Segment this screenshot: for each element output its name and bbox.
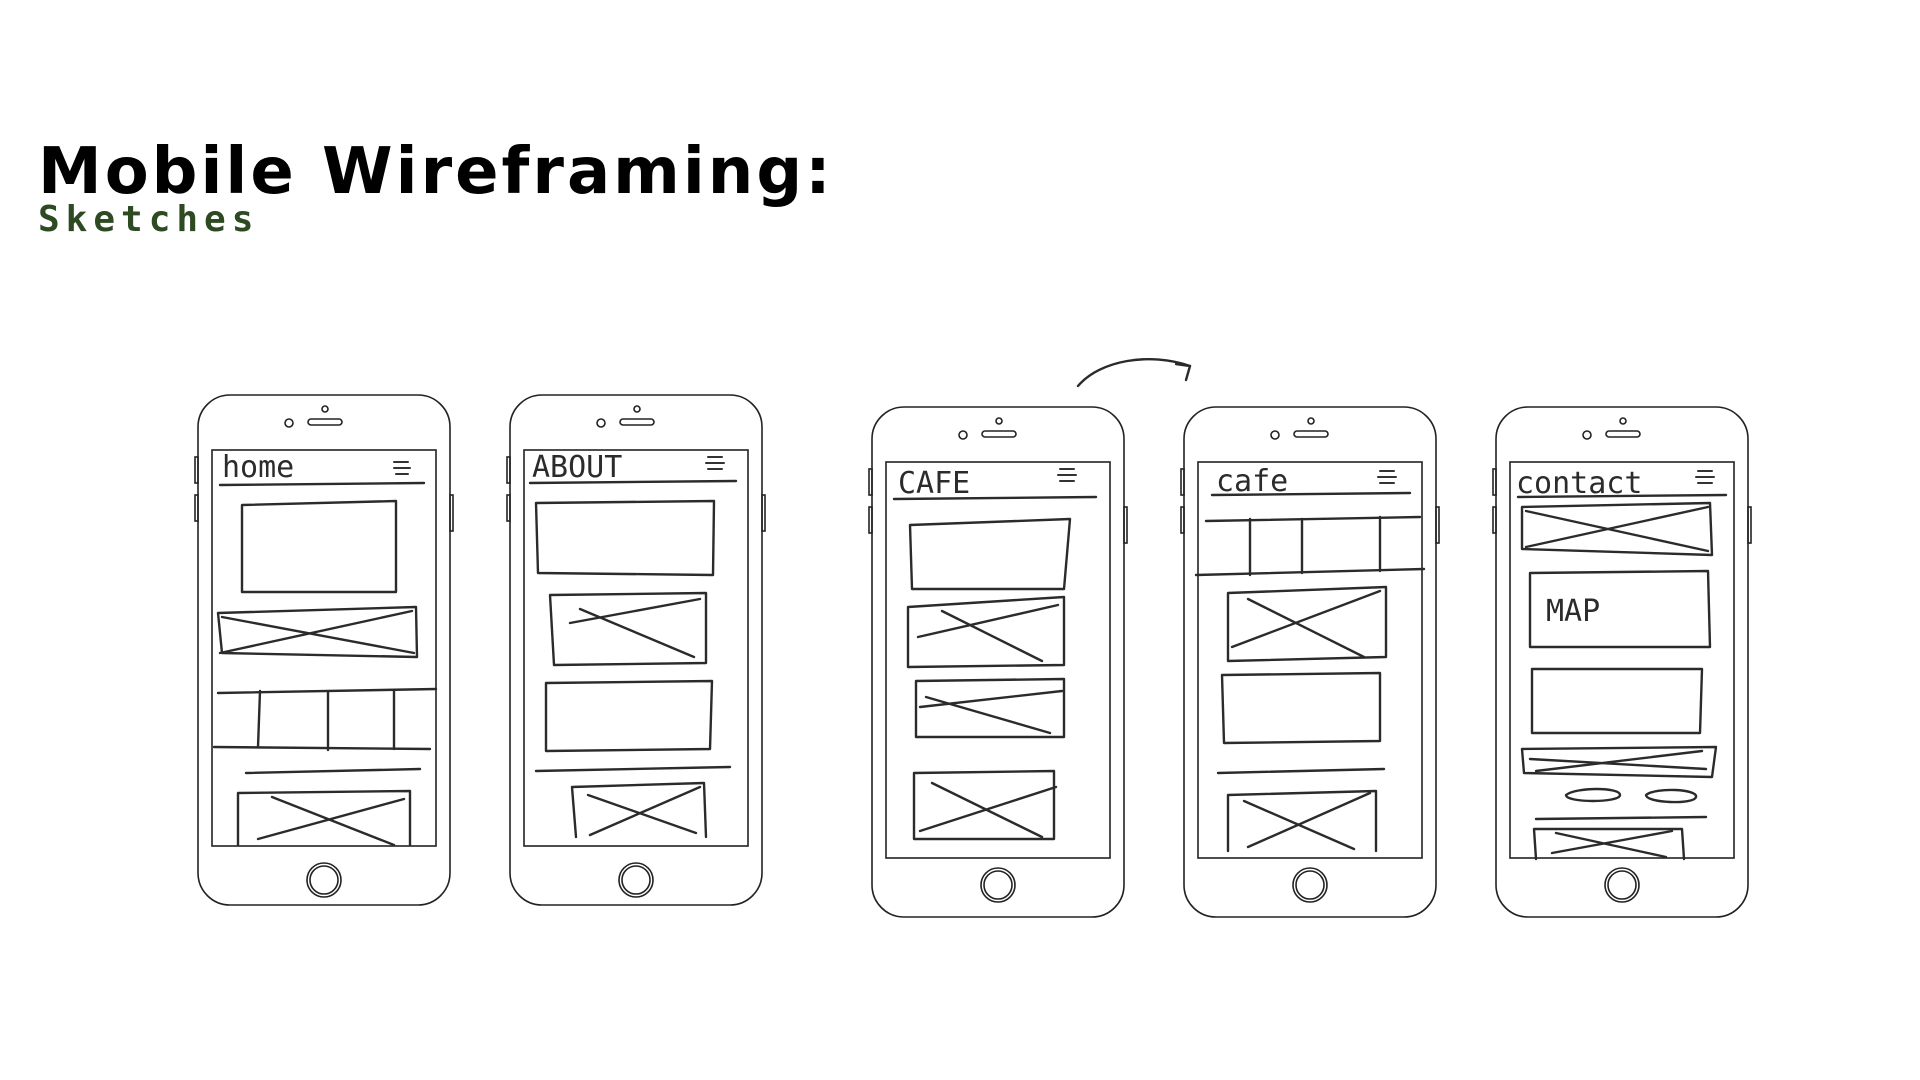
screen-label-cafe-1: CAFE <box>898 466 970 501</box>
screen-cafe-1 <box>885 461 1111 859</box>
flow-arrow-icon <box>1076 357 1192 388</box>
phone-about: ABOUT <box>506 394 766 906</box>
page-title: Mobile Wireframing: <box>38 135 834 209</box>
page-subtitle: Sketches <box>38 199 260 240</box>
screen-home <box>211 449 437 847</box>
sketch-about: ABOUT <box>528 450 738 839</box>
phone-contact: contact MAP <box>1492 406 1752 918</box>
screen-label-home: home <box>222 450 294 485</box>
map-label: MAP <box>1546 594 1600 629</box>
phone-home: home <box>194 394 454 906</box>
sketch-cafe-1: CAFE <box>892 466 1098 841</box>
screen-about <box>523 449 749 847</box>
phone-cafe-2: cafe <box>1180 406 1440 918</box>
screen-label-about: ABOUT <box>532 450 622 485</box>
sketch-cafe-2: cafe <box>1194 464 1426 853</box>
sketch-home: home <box>212 450 438 847</box>
screen-contact <box>1509 461 1735 859</box>
phone-cafe-1: CAFE <box>868 406 1128 918</box>
screen-cafe-2 <box>1197 461 1423 859</box>
sketch-contact: contact MAP <box>1516 466 1728 861</box>
